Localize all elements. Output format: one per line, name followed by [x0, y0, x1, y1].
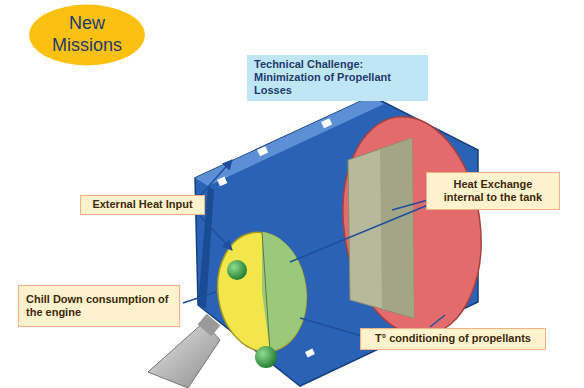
fuel-tank-inner — [262, 232, 306, 351]
text-group: T° conditioning of propellants — [375, 332, 531, 345]
mission-label: New Missions — [38, 13, 136, 56]
tank-inner-cylinder — [348, 138, 414, 318]
leader-line — [430, 315, 445, 327]
leader-line — [200, 216, 232, 250]
text-group: Technical Challenge: Minimization of Pro… — [254, 58, 421, 98]
text-group: New Missions — [38, 13, 136, 56]
callout-box: Chill Down consumption of the engine — [18, 285, 180, 327]
text-group: External Heat Input — [92, 198, 192, 211]
engine-head — [198, 314, 221, 336]
callout-text: Chill Down consumption of the engine — [26, 293, 172, 319]
panel-window — [321, 118, 332, 128]
callout-text: Heat Exchange internal to the tank — [433, 178, 553, 204]
callout-text: T° conditioning of propellants — [375, 332, 531, 345]
mission-ellipse: New Missions — [28, 4, 146, 66]
oxidizer-tank — [329, 108, 494, 345]
leader-line — [300, 318, 362, 336]
callout-box: T° conditioning of propellants — [360, 328, 546, 350]
callout-box: Heat Exchange internal to the tank — [426, 172, 560, 210]
tank-line — [262, 232, 270, 351]
ellipse-shape — [29, 5, 145, 66]
callout-box: External Heat Input — [80, 195, 205, 215]
leader-line — [183, 292, 216, 303]
challenge-box: Technical Challenge: Minimization of Pro… — [247, 55, 428, 101]
panel-window — [305, 349, 315, 358]
text-group: Heat Exchange internal to the tank — [433, 178, 553, 204]
text-group: Chill Down consumption of the engine — [26, 293, 172, 319]
leader-line — [290, 205, 428, 262]
leader-line — [200, 160, 232, 196]
pressurant-sphere — [227, 260, 247, 280]
challenge-text: Technical Challenge: Minimization of Pro… — [254, 58, 421, 98]
fuel-tank — [210, 226, 314, 357]
panel-window — [217, 177, 227, 187]
tank-inner-cylinder — [380, 138, 414, 318]
panel-window — [257, 146, 268, 156]
leader-line — [392, 200, 428, 210]
pressurant-sphere — [255, 346, 277, 368]
callout-text: External Heat Input — [92, 198, 192, 211]
